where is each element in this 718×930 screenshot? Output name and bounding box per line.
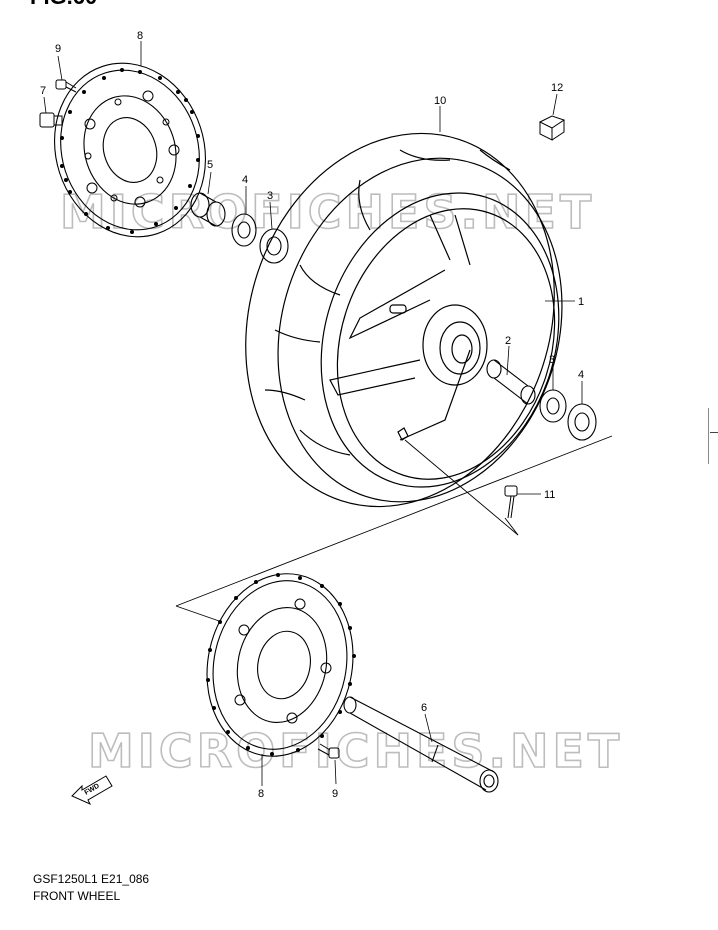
assembly-guide-lines: [175, 435, 613, 623]
callout-12: 12: [551, 82, 563, 94]
watermark-top: MICROFICHES.NET: [60, 185, 595, 239]
page-edge-tick: [710, 432, 718, 433]
callout-3-right: 3: [549, 354, 555, 366]
diagram-code: GSF1250L1 E21_086: [33, 872, 150, 886]
callout-11: 11: [544, 489, 555, 501]
callout-10: 10: [434, 95, 446, 107]
front-axle: [343, 696, 499, 793]
callout-5: 5: [207, 159, 213, 171]
callout-4-upper: 4: [242, 174, 248, 186]
fwd-arrow-icon: FWD: [71, 775, 113, 806]
callout-1: 1: [578, 296, 584, 308]
callout-9-lower: 9: [332, 788, 338, 800]
diagram-caption: FRONT WHEEL: [33, 889, 121, 903]
front-wheel-assembly: [245, 132, 563, 508]
spacer-upper: [190, 192, 226, 227]
callout-8-lower: 8: [258, 788, 264, 800]
watermark-bottom: MICROFICHES.NET: [88, 724, 623, 778]
tire-valve: [504, 485, 518, 519]
callout-2: 2: [505, 335, 511, 347]
figure-label: FIG.60: [30, 0, 97, 9]
callout-3-upper: 3: [267, 190, 273, 202]
hub-spacer: [486, 359, 536, 405]
balancer-weight: [538, 115, 566, 141]
callout-leaders: [43, 41, 583, 786]
bearing-right-3: [539, 389, 567, 423]
disc-bolt-lower: [317, 743, 340, 759]
brake-disc-lower: [206, 573, 356, 757]
bearing-right-4: [567, 403, 597, 441]
callout-8-upper: 8: [137, 30, 143, 42]
bearing-upper-3: [259, 228, 289, 264]
callout-4-right: 4: [578, 369, 584, 381]
disc-bolt-upper: [55, 79, 77, 93]
page-edge-marker: [708, 408, 709, 464]
bearing-upper-4: [231, 213, 257, 247]
collar-bolt-upper: [39, 112, 63, 128]
callout-7: 7: [40, 85, 46, 97]
brake-disc-upper: [54, 62, 206, 238]
callout-6: 6: [421, 702, 427, 714]
callout-9-upper: 9: [55, 43, 61, 55]
